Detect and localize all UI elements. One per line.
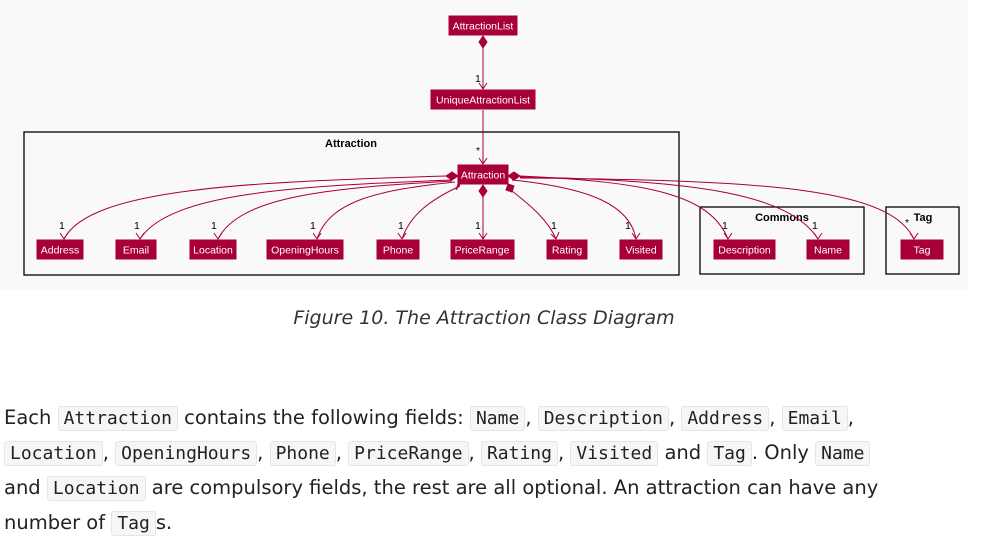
class-tag[interactable]: Tag: [900, 239, 944, 260]
mult-email: 1: [134, 220, 140, 232]
class-unique-attraction-list[interactable]: UniqueAttractionList: [430, 89, 536, 110]
text: Each: [4, 406, 52, 429]
package-tag-label: Tag: [914, 212, 933, 224]
code-rating: Rating: [480, 441, 558, 466]
mult-price-range: 1: [475, 220, 481, 232]
package-attraction: Attraction: [23, 131, 680, 276]
class-rating[interactable]: Rating: [546, 239, 588, 260]
class-location-label: Location: [193, 245, 233, 257]
code-name: Name: [469, 406, 526, 431]
comma: ,: [468, 441, 475, 464]
code-location: Location: [46, 476, 146, 501]
class-visited[interactable]: Visited: [619, 239, 663, 260]
class-price-range-label: PriceRange: [455, 245, 510, 257]
class-name-label: Name: [814, 245, 842, 257]
class-address-label: Address: [41, 245, 80, 257]
class-phone-label: Phone: [383, 245, 414, 257]
mult-visited: 1: [625, 220, 631, 232]
class-description[interactable]: Description: [713, 239, 776, 260]
mult-rating: 1: [551, 220, 557, 232]
edge-list-to-unique: 1: [475, 35, 488, 90]
edge-unique-to-attraction: *: [476, 110, 488, 165]
class-rating-label: Rating: [552, 245, 583, 257]
class-email-label: Email: [123, 245, 149, 257]
description-paragraph: Each Attraction contains the following f…: [4, 401, 954, 541]
class-attraction-list[interactable]: AttractionList: [448, 15, 518, 36]
class-opening-hours[interactable]: OpeningHours: [266, 239, 344, 260]
mult-address: 1: [59, 220, 65, 232]
code-address: Address: [681, 406, 770, 431]
code-description: Description: [537, 406, 669, 431]
class-attraction[interactable]: Attraction: [457, 164, 509, 185]
text: contains the following fields:: [184, 406, 464, 429]
mult-location: 1: [211, 220, 217, 232]
code-email: Email: [781, 406, 848, 431]
mult-unique: 1: [475, 73, 481, 85]
class-email[interactable]: Email: [115, 239, 157, 260]
comma: ,: [335, 441, 342, 464]
class-tag-label: Tag: [914, 245, 931, 257]
mult-name: 1: [812, 220, 818, 232]
class-unique-attraction-list-label: UniqueAttractionList: [436, 95, 530, 107]
class-attraction-label: Attraction: [461, 170, 506, 182]
package-attraction-label: Attraction: [325, 138, 377, 150]
edges-attraction-fields: 1 1 1 1 1 1 1 1 1 1 *: [59, 171, 919, 240]
class-description-label: Description: [718, 245, 771, 257]
class-name[interactable]: Name: [806, 239, 850, 260]
mult-tag: *: [905, 217, 909, 229]
package-tag: Tag: [885, 206, 960, 275]
code-location: Location: [4, 441, 103, 466]
code-phone: Phone: [269, 441, 336, 466]
text: and: [4, 476, 41, 499]
code-opening-hours: OpeningHours: [115, 441, 258, 466]
package-commons: Commons: [699, 206, 865, 275]
comma: ,: [525, 406, 532, 429]
text: are compulsory fields, the rest are all …: [4, 476, 879, 534]
diagram-area: Attraction Commons Tag 1 * 1 1 1 1: [23, 15, 960, 276]
mult-opening-hours: 1: [310, 220, 316, 232]
package-commons-label: Commons: [755, 212, 809, 224]
comma: ,: [769, 406, 776, 429]
class-location[interactable]: Location: [189, 239, 237, 260]
comma: ,: [847, 406, 854, 429]
code-tag: Tag: [111, 511, 156, 536]
text: . Only: [751, 441, 809, 464]
code-price-range: PriceRange: [348, 441, 469, 466]
comma: ,: [668, 406, 676, 429]
mult-attraction: *: [476, 145, 480, 157]
class-opening-hours-label: OpeningHours: [271, 245, 339, 257]
comma: ,: [257, 441, 264, 464]
text: and: [664, 441, 702, 464]
class-diagram: Attraction Commons Tag 1 * 1 1 1 1: [23, 15, 960, 276]
comma: ,: [557, 441, 565, 464]
class-visited-label: Visited: [625, 245, 656, 257]
figure-caption: Figure 10. The Attraction Class Diagram: [293, 307, 675, 329]
class-phone[interactable]: Phone: [376, 239, 420, 260]
class-price-range[interactable]: PriceRange: [450, 239, 515, 260]
class-address[interactable]: Address: [36, 239, 84, 260]
code-visited: Visited: [570, 441, 659, 466]
code-name: Name: [815, 441, 871, 466]
code-tag: Tag: [707, 441, 752, 466]
mult-description: 1: [722, 220, 728, 232]
code-attraction: Attraction: [57, 406, 178, 431]
class-attraction-list-label: AttractionList: [453, 21, 514, 33]
text: s.: [155, 511, 173, 534]
mult-phone: 1: [398, 220, 404, 232]
comma: ,: [102, 441, 109, 464]
